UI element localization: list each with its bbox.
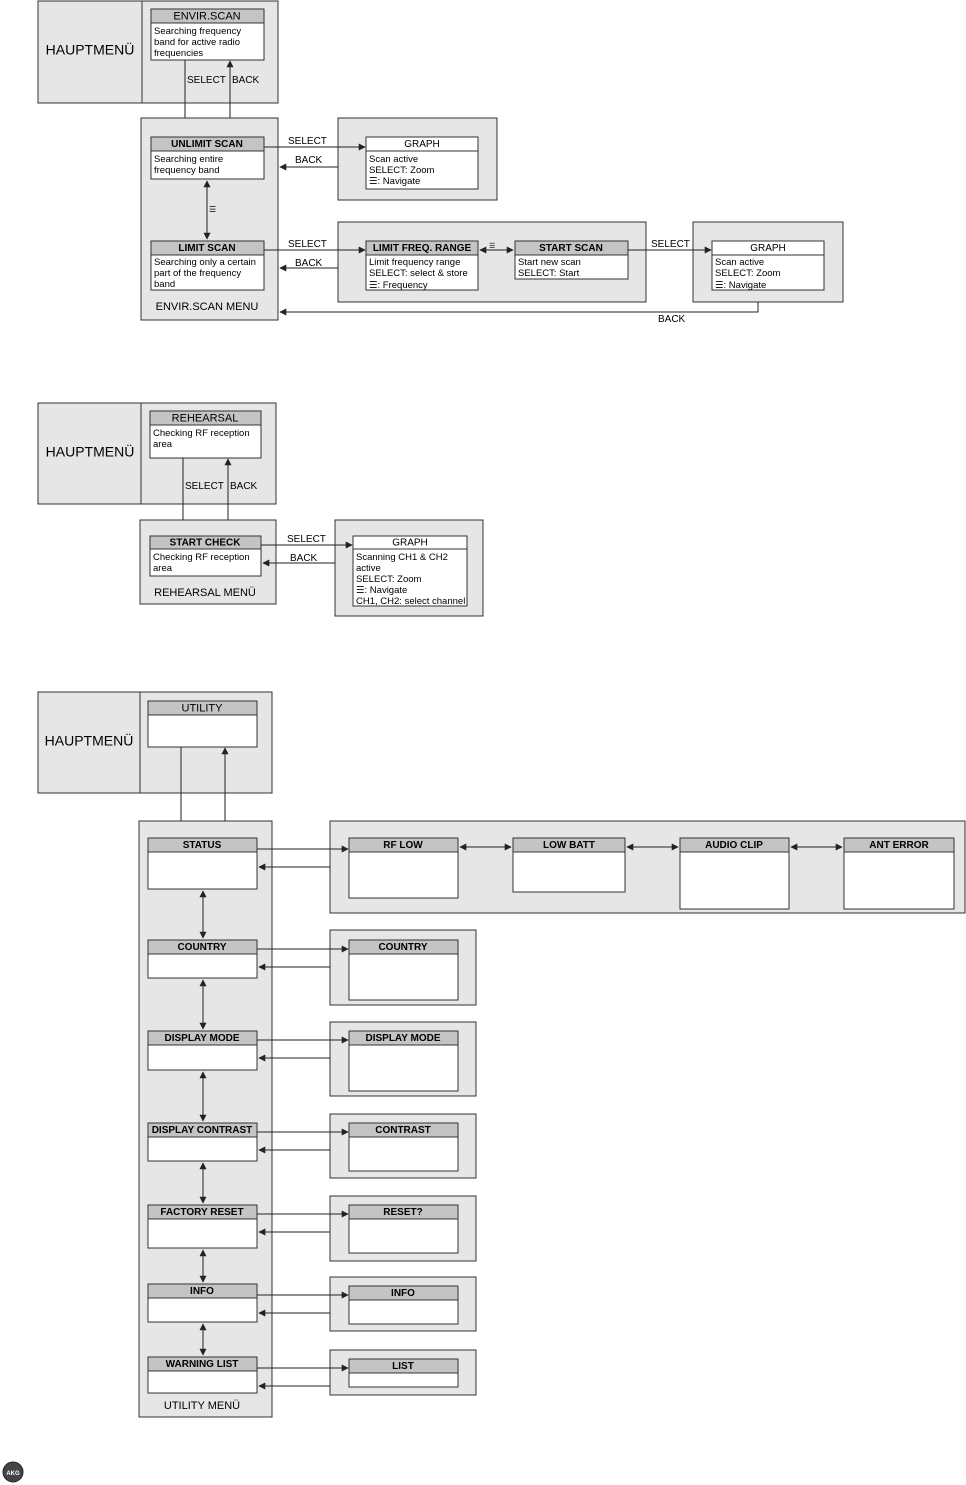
graph1-desc-3: ☰: Navigate [369, 176, 420, 187]
graph1-title: GRAPH [404, 139, 440, 150]
utility-menu-panel [138, 820, 273, 1418]
rf-low-title: RF LOW [383, 840, 423, 851]
list-sub-title: LIST [392, 1361, 414, 1372]
info-sub-title: INFO [391, 1288, 415, 1299]
graph2-desc-3: ☰: Navigate [715, 280, 766, 291]
nav-icon: ☰ [489, 243, 495, 250]
rehearsal-desc-1: Checking RF reception [153, 428, 250, 439]
status-title: STATUS [183, 840, 222, 851]
hauptmenu-panel [37, 402, 142, 505]
envir-scan-title: ENVIR.SCAN [173, 10, 240, 22]
select-label: SELECT [287, 534, 326, 545]
back-label: BACK [295, 155, 323, 166]
country-title: COUNTRY [177, 942, 226, 953]
unlimit-scan-desc-2: frequency band [154, 165, 220, 176]
ant-error-title: ANT ERROR [869, 840, 929, 851]
limit-freq-title: LIMIT FREQ. RANGE [373, 243, 472, 254]
nav-icon: ☰ [209, 205, 216, 214]
hauptmenu-panel [37, 691, 141, 794]
envir-scan-desc-2: band for active radio [154, 37, 240, 48]
limit-scan-title: LIMIT SCAN [178, 243, 235, 254]
info-title: INFO [190, 1286, 214, 1297]
section-utility: HAUPTMENÜ UTILITY UTILITY MENÜ STATUS RF… [37, 691, 966, 1418]
akg-logo-text: AKG [6, 1471, 20, 1477]
akg-logo: AKG [2, 1461, 24, 1483]
audio-clip-title: AUDIO CLIP [705, 840, 763, 851]
limit-freq-desc-3: ☰: Frequency [369, 280, 428, 291]
hauptmenu-label: HAUPTMENÜ [45, 732, 134, 749]
limit-scan-desc-2: part of the frequency [154, 268, 241, 279]
start-scan-desc-2: SELECT: Start [518, 268, 580, 279]
display-mode-sub-title: DISPLAY MODE [365, 1033, 440, 1044]
select-label: SELECT [288, 239, 327, 250]
graph3-desc-5: CH1, CH2: select channel [356, 596, 465, 607]
hauptmenu-label: HAUPTMENÜ [46, 443, 135, 460]
utility-title: UTILITY [182, 702, 224, 714]
graph2-desc-1: Scan active [715, 257, 764, 268]
hauptmenu-label: HAUPTMENÜ [46, 41, 135, 58]
back-arrow [279, 302, 759, 316]
reset-sub-title: RESET? [383, 1207, 422, 1218]
limit-scan-desc-3: band [154, 279, 175, 290]
back-label: BACK [232, 75, 260, 86]
display-mode-title: DISPLAY MODE [164, 1033, 239, 1044]
graph3-desc-3: SELECT: Zoom [356, 574, 422, 585]
limit-freq-desc-2: SELECT: select & store [369, 268, 468, 279]
unlimit-scan-desc-1: Searching entire [154, 154, 223, 165]
start-check-desc-2: area [153, 563, 173, 574]
rehearsal-title: REHEARSAL [172, 412, 239, 424]
start-check-desc-1: Checking RF reception [153, 552, 250, 563]
envir-scan-desc-1: Searching frequency [154, 26, 241, 37]
graph1-desc-1: Scan active [369, 154, 418, 165]
graph3-desc-4: ☰: Navigate [356, 585, 407, 596]
back-label: BACK [230, 481, 258, 492]
select-label: SELECT [187, 75, 226, 86]
graph3-title: GRAPH [392, 538, 428, 549]
unlimit-scan-title: UNLIMIT SCAN [171, 139, 243, 150]
start-scan-desc-1: Start new scan [518, 257, 581, 268]
select-label: SELECT [185, 481, 224, 492]
section-envir-scan: HAUPTMENÜ ENVIR.SCAN Searching frequency… [37, 0, 844, 325]
graph3-desc-2: active [356, 563, 381, 574]
rehearsal-menu-label: REHEARSAL MENÜ [154, 587, 256, 599]
limit-scan-desc-1: Searching only a certain [154, 257, 256, 268]
graph3-desc-1: Scanning CH1 & CH2 [356, 552, 448, 563]
select-label: SELECT [651, 239, 690, 250]
country-sub-title: COUNTRY [378, 942, 427, 953]
back-label: BACK [658, 314, 686, 325]
limit-freq-desc-1: Limit frequency range [369, 257, 460, 268]
low-batt-title: LOW BATT [543, 840, 595, 851]
back-label: BACK [295, 258, 323, 269]
select-label: SELECT [288, 136, 327, 147]
utility-menu-label: UTILITY MENÜ [164, 1400, 240, 1412]
envir-scan-menu-label: ENVIR.SCAN MENU [156, 301, 259, 313]
graph2-desc-2: SELECT: Zoom [715, 268, 781, 279]
rehearsal-desc-2: area [153, 439, 173, 450]
graph1-desc-2: SELECT: Zoom [369, 165, 435, 176]
back-label: BACK [290, 553, 318, 564]
hauptmenu-panel [37, 0, 143, 104]
display-contrast-title: DISPLAY CONTRAST [152, 1125, 253, 1136]
factory-reset-title: FACTORY RESET [160, 1207, 243, 1218]
warning-list-title: WARNING LIST [166, 1359, 239, 1370]
section-rehearsal: HAUPTMENÜ REHEARSAL Checking RF receptio… [37, 402, 484, 617]
envir-scan-desc-3: frequencies [154, 48, 203, 59]
start-scan-title: START SCAN [539, 243, 603, 254]
contrast-sub-title: CONTRAST [375, 1125, 431, 1136]
start-check-title: START CHECK [170, 538, 242, 549]
graph2-title: GRAPH [750, 243, 786, 254]
